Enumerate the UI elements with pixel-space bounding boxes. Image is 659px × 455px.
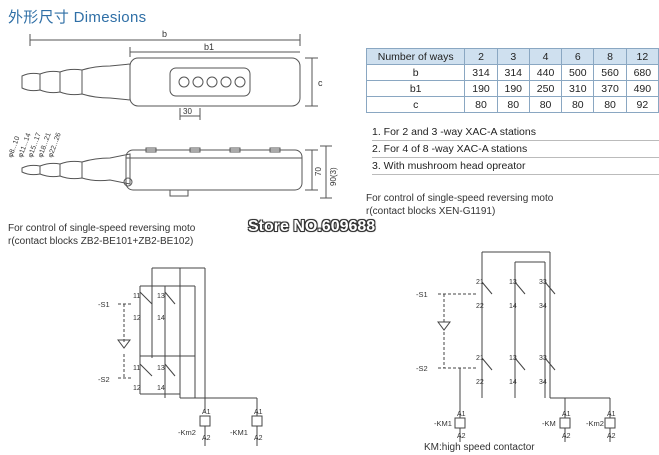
table-header-cell: 3 bbox=[496, 48, 530, 65]
left-contact-12-top: 12 bbox=[133, 315, 141, 322]
left-contact-12-bottom: 12 bbox=[133, 385, 141, 392]
right-km2-label: -Km2 bbox=[586, 419, 604, 428]
left-coil-a1: A1 bbox=[202, 409, 211, 416]
right-contact-21-bottom: 21 bbox=[476, 355, 484, 362]
table-row: b 314 314 440 500 560 680 bbox=[365, 64, 659, 81]
table-cell: 680 bbox=[625, 64, 659, 81]
table-cell: 314 bbox=[496, 64, 530, 81]
dim-b-label: b bbox=[162, 29, 167, 39]
dimension-drawing: b b1 c 30 70 90(3) φ8...10 φ11...14 φ15.… bbox=[7, 29, 338, 199]
table-cell: 310 bbox=[561, 80, 595, 97]
table-cell: 80 bbox=[496, 96, 530, 113]
table-cell: 80 bbox=[528, 96, 563, 113]
left-caption: For control of single-speed reversing mo… bbox=[8, 222, 195, 248]
table-cell: 560 bbox=[593, 64, 627, 81]
right-contact-21-top: 21 bbox=[476, 279, 484, 286]
left-contact-11-bottom: 11 bbox=[133, 365, 140, 372]
table-cell: b1 bbox=[365, 80, 466, 97]
right-contact-14-top: 14 bbox=[509, 303, 517, 310]
dim-70-label: 70 bbox=[314, 167, 323, 176]
table-cell: 314 bbox=[464, 64, 498, 81]
right-contact-34-top: 34 bbox=[539, 303, 547, 310]
right-coil1-a1: A1 bbox=[457, 411, 466, 418]
right-contact-13-top: 13 bbox=[509, 279, 517, 286]
left-contact-13-top: 13 bbox=[157, 293, 165, 300]
table-header-cell: 4 bbox=[528, 48, 563, 65]
left-km1-label: -KM1 bbox=[230, 428, 248, 437]
left-caption-line: r(contact blocks ZB2-BE101+ZB2-BE102) bbox=[8, 236, 194, 247]
table-cell: 190 bbox=[496, 80, 530, 97]
table-header-cell: 8 bbox=[593, 48, 627, 65]
right-contact-34-bottom: 34 bbox=[539, 379, 547, 386]
left-coil-a2: A2 bbox=[202, 435, 211, 442]
table-header-cell: Number of ways bbox=[365, 48, 466, 65]
right-s2-label: -S2 bbox=[416, 364, 428, 373]
footer-note: KM:high speed contactor bbox=[424, 442, 535, 453]
table-cell: 250 bbox=[528, 80, 563, 97]
left-caption-line: For control of single-speed reversing mo… bbox=[8, 223, 196, 234]
table-cell: 80 bbox=[561, 96, 595, 113]
note-item: 2. For 4 of 8 -way XAC-A stations bbox=[372, 141, 659, 158]
right-schematic: -S1 -S2 21 22 13 14 33 34 21 22 13 14 33… bbox=[416, 251, 616, 442]
left-contact-14-top: 14 bbox=[157, 315, 165, 322]
note-item: 3. With mushroom head opreator bbox=[372, 158, 659, 175]
table-cell: 370 bbox=[593, 80, 627, 97]
right-contact-22-top: 22 bbox=[476, 303, 484, 310]
table-header-row: Number of ways 2 3 4 6 8 12 bbox=[365, 48, 659, 65]
left-s2-label: -S2 bbox=[98, 375, 110, 384]
note-item: 1. For 2 and 3 -way XAC-A stations bbox=[372, 124, 659, 141]
right-coil2-a2: A2 bbox=[562, 433, 571, 440]
right-s1-label: -S1 bbox=[416, 290, 428, 299]
right-caption: For control of single-speed reversing mo… bbox=[366, 192, 553, 218]
left-coil2-a1: A1 bbox=[254, 409, 263, 416]
table-header-cell: 2 bbox=[464, 48, 498, 65]
right-contact-13-bottom: 13 bbox=[509, 355, 517, 362]
right-km1-label: -KM1 bbox=[434, 419, 452, 428]
table-cell: c bbox=[365, 96, 466, 113]
right-caption-line: r(contact blocks XEN-G1191) bbox=[366, 206, 496, 217]
table-row: c 80 80 80 80 80 92 bbox=[365, 96, 659, 113]
right-contact-33-bottom: 33 bbox=[539, 355, 547, 362]
right-coil3-a2: A2 bbox=[607, 433, 616, 440]
right-km-label: -KM bbox=[542, 419, 556, 428]
right-contact-33-top: 33 bbox=[539, 279, 547, 286]
right-coil3-a1: A1 bbox=[607, 411, 616, 418]
right-coil2-a1: A1 bbox=[562, 411, 571, 418]
table-cell: 440 bbox=[528, 64, 563, 81]
right-contact-14-bottom: 14 bbox=[509, 379, 517, 386]
notes-list: 1. For 2 and 3 -way XAC-A stations 2. Fo… bbox=[372, 124, 659, 175]
table-cell: 190 bbox=[464, 80, 498, 97]
left-s1-label: -S1 bbox=[98, 300, 110, 309]
table-cell: b bbox=[365, 64, 466, 81]
left-schematic: -S1 -S2 11 12 13 14 11 12 13 14 A1 A2 A1… bbox=[98, 267, 263, 446]
table-row: b1 190 190 250 310 370 490 bbox=[365, 80, 659, 97]
ways-table: Number of ways 2 3 4 6 8 12 b 314 314 44… bbox=[365, 48, 659, 113]
right-coil1-a2: A2 bbox=[457, 433, 466, 440]
table-cell: 80 bbox=[593, 96, 627, 113]
table-cell: 92 bbox=[625, 96, 659, 113]
left-coil2-a2: A2 bbox=[254, 435, 263, 442]
table-header-cell: 12 bbox=[625, 48, 659, 65]
dim-90-label: 90(3) bbox=[329, 167, 338, 186]
table-cell: 490 bbox=[625, 80, 659, 97]
dim-c-label: c bbox=[318, 78, 323, 88]
store-watermark: Store NO.609688 bbox=[248, 218, 376, 235]
dim-30-label: 30 bbox=[183, 107, 192, 116]
table-header-cell: 6 bbox=[561, 48, 595, 65]
dim-b1-label: b1 bbox=[204, 42, 214, 52]
table-cell: 80 bbox=[464, 96, 498, 113]
left-contact-14-bottom: 14 bbox=[157, 385, 165, 392]
left-contact-13-bottom: 13 bbox=[157, 365, 165, 372]
page-title: 外形尺寸 Dimesions bbox=[8, 9, 147, 26]
table-cell: 500 bbox=[561, 64, 595, 81]
right-caption-line: For control of single-speed reversing mo… bbox=[366, 193, 554, 204]
left-km2-label: -Km2 bbox=[178, 428, 196, 437]
right-contact-22-bottom: 22 bbox=[476, 379, 484, 386]
left-contact-11-top: 11 bbox=[133, 293, 140, 300]
